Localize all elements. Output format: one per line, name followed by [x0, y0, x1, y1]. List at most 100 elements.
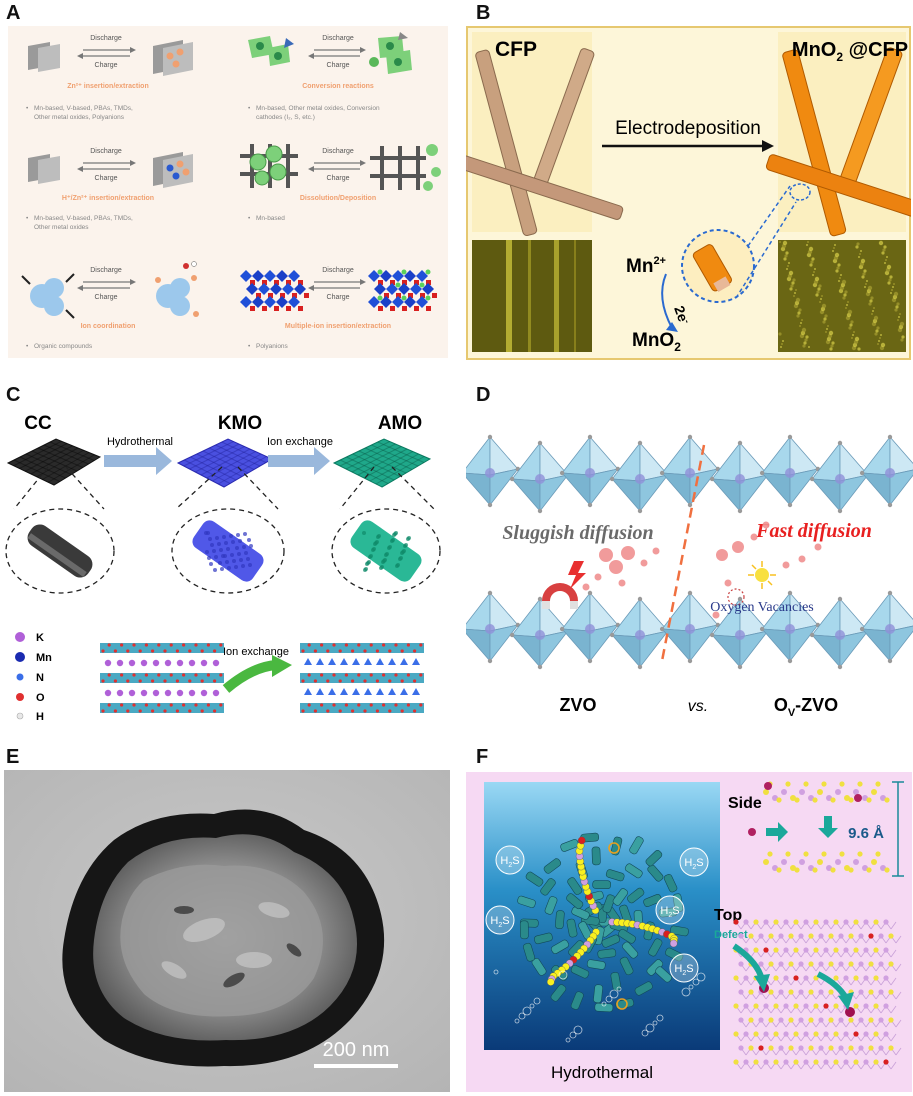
diffusing-ions: [582, 521, 822, 619]
mechanism-title: H⁺/Zn²⁺ insertion/extraction: [62, 195, 154, 202]
arrow-label-charge: Charge: [95, 62, 118, 69]
h2s-label: H2S: [660, 905, 679, 919]
mechanism-title: Conversion reactions: [302, 83, 374, 90]
stage-label-amo: AMO: [378, 413, 422, 434]
forward-arrow-head: [360, 47, 366, 53]
panel-label-f: F: [476, 746, 489, 768]
ion-exchange-curved-arrow: [222, 660, 277, 693]
legend-label-h: H: [36, 711, 44, 723]
panel-d-diffusion: Sluggish diffusion Fast diffusion Oxygen…: [466, 405, 913, 735]
arrow-label-discharge: Discharge: [90, 267, 122, 274]
zoom-origin: [789, 183, 811, 201]
fast-diffusion-label: Fast diffusion: [755, 520, 872, 542]
panel-label-b: B: [476, 2, 491, 24]
legend-dot-n: [16, 673, 24, 681]
hydrothermal-method-label: Hydrothermal: [551, 1063, 653, 1082]
panel-a-mechanisms: Discharge Charge Zn²⁺ insertion/extracti…: [8, 26, 448, 358]
reduction-arrow-head: [666, 322, 678, 332]
carbon-fiber-bundle: [466, 48, 624, 237]
divider-dashed-line: [660, 444, 706, 662]
scale-bar: [314, 1064, 398, 1068]
ion-exchange-label: Ion exchange: [267, 436, 333, 448]
forward-arrow-head: [130, 160, 136, 166]
defect-arrow-right-head: [838, 992, 854, 1010]
particle-core-texture: [120, 864, 323, 1017]
mechanism-materials: •Organic compounds: [26, 343, 93, 350]
reduction-arrow: [661, 273, 673, 329]
arrow-label-charge: Charge: [327, 62, 350, 69]
mechanism-title: Ion coordination: [81, 323, 136, 330]
mno2-coated-fiber-bundle: [765, 47, 911, 237]
bottom-ion-exchange-label: Ion exchange: [223, 646, 289, 658]
defect-arrow-left-head: [754, 974, 770, 992]
panel-e-svg: 200 nm: [4, 770, 450, 1092]
cfp-label: CFP: [495, 38, 537, 61]
zoom-line-bottom: [735, 201, 797, 299]
arrow-label-charge: Charge: [95, 175, 118, 182]
panel-d-svg: Sluggish diffusion Fast diffusion Oxygen…: [466, 434, 913, 719]
arrow-label-charge: Charge: [95, 294, 118, 301]
mechanism-materials: •Mn-based: [248, 215, 285, 222]
zoom-line-top: [747, 185, 791, 247]
side-view-label: Side: [728, 795, 762, 812]
oxygen-vacancy-marker: [727, 588, 745, 606]
oxygen-vacancies-label: Oxygen Vacancies: [710, 600, 814, 615]
panel-label-c: C: [6, 384, 21, 406]
organic-molecule-icon: [21, 273, 75, 319]
reverse-arrow-head: [308, 285, 314, 291]
hydrothermal-arrow: [104, 447, 172, 475]
mechanism-materials: •Polyanions: [248, 343, 289, 350]
amo-fiber-zoom: [331, 508, 441, 594]
panel-c-svg: CC KMO AMO Hydrothermal Ion exchange K M…: [5, 413, 441, 723]
arrow-label-discharge: Discharge: [322, 267, 354, 274]
kmo-layered-structure: [100, 643, 224, 713]
panel-label-a: A: [6, 2, 21, 24]
mechanism-dissolution-deposition: Discharge Charge Dissolution/Deposition …: [240, 144, 441, 222]
mno2-sem-image: [778, 240, 906, 352]
legend-dot-h: [16, 712, 24, 720]
atom-legend: K Mn N O H: [15, 632, 52, 723]
layered-host-with-ions-icon: [153, 40, 193, 76]
arrow-label-discharge: Discharge: [90, 148, 122, 155]
cc-fiber-zoom: [5, 508, 115, 594]
sluggish-diffusion-label: Sluggish diffusion: [502, 522, 653, 544]
magnet-icon: [542, 583, 578, 609]
mn-ion-label: Mn2+: [626, 255, 666, 277]
conversion-product-icon: [369, 32, 412, 74]
electron-label: 2e-: [671, 304, 692, 327]
h2s-label: H2S: [500, 855, 519, 869]
intercalation-arrow-down: [818, 816, 838, 838]
cfp-sem-image: [472, 240, 592, 352]
reverse-arrow-head: [77, 166, 83, 172]
zvo-label: ZVO: [559, 695, 596, 715]
stage-label-kmo: KMO: [218, 413, 262, 434]
arrow-label-discharge: Discharge: [322, 148, 354, 155]
scale-bar-label: 200 nm: [323, 1039, 390, 1061]
interlayer-spacing-label: 9.6 Å: [848, 825, 884, 842]
cloth-weave-texture: [13, 440, 425, 485]
legend-label-mn: Mn: [36, 652, 52, 664]
legend-label-n: N: [36, 672, 44, 684]
legend-label-k: K: [36, 632, 44, 644]
layered-host-icon: [28, 154, 60, 184]
panel-label-d: D: [476, 384, 491, 406]
h2s-label: H2S: [490, 915, 509, 929]
zoom-guides: [13, 466, 435, 510]
polyanion-framework-with-ions-icon: [368, 269, 437, 311]
mechanism-zn-insertion: Discharge Charge Zn²⁺ insertion/extracti…: [26, 35, 193, 121]
mechanism-title: Dissolution/Deposition: [300, 195, 376, 202]
reverse-arrow-head: [77, 53, 83, 59]
amo-layered-structure: [300, 643, 424, 713]
reverse-arrow-head: [77, 285, 83, 291]
mechanism-title: Zn²⁺ insertion/extraction: [67, 83, 148, 90]
energy-burst-icon: [748, 561, 776, 589]
fiber-surface-texture: [204, 531, 411, 572]
arrow-label-discharge: Discharge: [322, 35, 354, 42]
panel-e-tem-image: 200 nm: [4, 770, 450, 1092]
top-view-lattice: [733, 919, 902, 1070]
bare-carbon-fiber: [27, 524, 93, 578]
vs-label: vs.: [688, 698, 708, 715]
ion-exchange-arrow: [268, 447, 330, 475]
